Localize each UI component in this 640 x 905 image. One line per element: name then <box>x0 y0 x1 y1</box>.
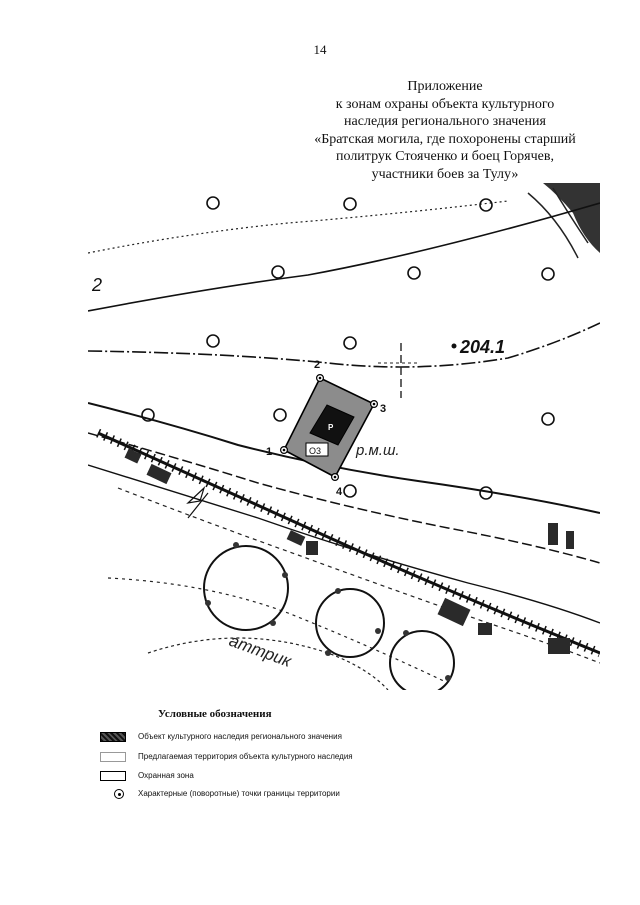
map-drawing: 2 204.1 1 2 3 4 Р О3 р.м.ш. аттрик <box>88 183 600 690</box>
sheet-number-label: 2 <box>91 275 102 295</box>
contour-line <box>147 637 389 690</box>
ring-ticks <box>205 542 451 681</box>
elevation-marker-icon <box>451 343 457 349</box>
page-number: 14 <box>313 42 327 57</box>
contour-line <box>88 202 600 312</box>
railway-ties <box>96 428 600 658</box>
legend-item-label: Охранная зона <box>138 771 194 780</box>
appendix-header: Приложение к зонам охраны объекта культу… <box>280 78 610 183</box>
point-2-label: 2 <box>314 359 320 371</box>
arrow-symbol <box>186 486 206 504</box>
contour-line <box>88 200 509 254</box>
appendix-line: Приложение <box>407 79 483 94</box>
ring-structures <box>203 545 455 690</box>
legend-item: Охранная зона <box>100 770 480 784</box>
street-label: аттрик <box>227 631 295 671</box>
appendix-line: политрук Стояченко и боец Горячев, <box>336 149 554 164</box>
point-3-label: 3 <box>380 403 386 415</box>
zone-swatch <box>100 771 126 781</box>
building-symbols <box>124 448 574 654</box>
legend-item-label: Предлагаемая территория объекта культурн… <box>138 752 353 761</box>
turning-point-icon <box>114 789 124 799</box>
zone-marker-box <box>305 442 329 457</box>
elevation-label: 204.1 <box>459 337 505 357</box>
appendix-line: наследия регионального значения <box>344 114 546 129</box>
contour-line <box>88 432 600 564</box>
legend-item-label: Характерные (поворотные) точки границы т… <box>138 789 340 798</box>
contour-line <box>88 322 600 368</box>
territory-swatch <box>100 752 126 762</box>
vegetation-symbols <box>141 196 555 500</box>
appendix-line: участники боев за Тулу» <box>371 166 519 182</box>
legend-title: Условные обозначения <box>158 708 272 720</box>
river-label: р.м.ш. <box>355 442 400 459</box>
legend-item: Объект культурного наследия региональног… <box>100 731 480 745</box>
site-map: 2 204.1 1 2 3 4 Р О3 р.м.ш. аттрик <box>88 183 600 690</box>
legend-item: Предлагаемая территория объекта культурн… <box>100 751 480 765</box>
terrain-lines <box>527 187 589 259</box>
legend-item-label: Объект культурного наследия региональног… <box>138 732 342 741</box>
monument-polygon <box>309 404 355 446</box>
point-1-label: 1 <box>266 446 272 458</box>
zone-marker-label: О3 <box>309 446 321 456</box>
turning-point-dots <box>282 376 376 479</box>
point-4-label: 4 <box>336 486 343 498</box>
contour-line <box>107 577 449 684</box>
object-swatch <box>100 732 126 742</box>
legend-item: Характерные (поворотные) точки границы т… <box>100 788 480 802</box>
arrow-symbol <box>187 492 209 519</box>
contour-line <box>88 464 600 624</box>
terrain-patch <box>543 183 600 253</box>
contour-line <box>117 487 600 664</box>
object-marker-label: Р <box>328 423 334 432</box>
appendix-line: «Братская могила, где похоронены старший <box>314 131 576 147</box>
appendix-line: к зонам охраны объекта культурного <box>335 96 555 112</box>
